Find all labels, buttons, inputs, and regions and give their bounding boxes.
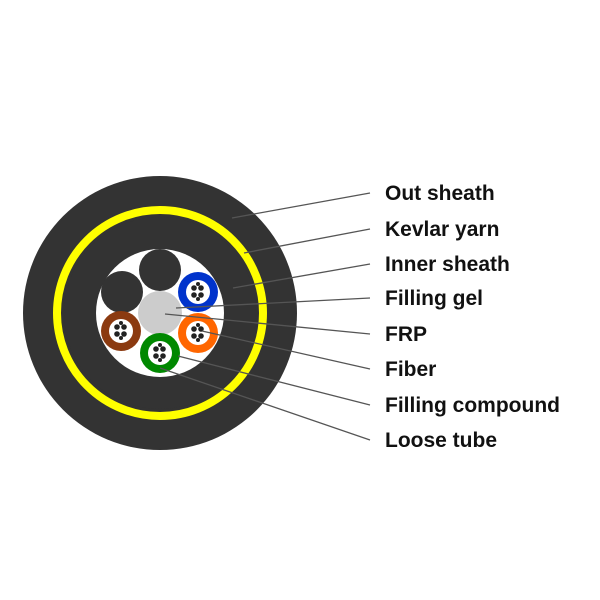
- kevlar-yarn-ring: [53, 206, 267, 420]
- fiber-bundle: [191, 323, 204, 342]
- label-inner-sheath: Inner sheath: [385, 253, 510, 276]
- filler-rod: [101, 271, 143, 313]
- loose-tube-brown: [101, 311, 141, 351]
- leader-lines: [159, 192, 371, 441]
- leader-line-loose-tube: [159, 367, 371, 441]
- label-filling-gel: Filling gel: [385, 287, 483, 310]
- leader-line-filling-compound: [177, 355, 371, 406]
- label-fiber: Fiber: [385, 358, 436, 381]
- label-out-sheath: Out sheath: [385, 182, 495, 205]
- cable-cross-section: [23, 176, 297, 450]
- leader-line-frp: [164, 313, 371, 335]
- label-filling-compound: Filling compound: [385, 394, 560, 417]
- label-loose-tube: Loose tube: [385, 429, 497, 452]
- leader-line-inner-sheath: [232, 263, 371, 289]
- fiber-bundle: [114, 321, 127, 340]
- leader-line-kevlar-yarn: [243, 228, 371, 254]
- loose-tube-green: [140, 333, 180, 373]
- label-frp: FRP: [385, 323, 427, 346]
- loose-tube-orange: [178, 313, 218, 353]
- fiber-bundle: [153, 343, 166, 362]
- filler-rod: [139, 249, 181, 291]
- label-kevlar-yarn: Kevlar yarn: [385, 218, 499, 241]
- leader-line-fiber: [201, 330, 371, 370]
- fiber-bundle: [191, 282, 204, 301]
- leader-line-out-sheath: [231, 192, 371, 219]
- leader-line-filling-gel: [175, 297, 371, 309]
- loose-tube-blue: [178, 272, 218, 312]
- frp-center: [138, 291, 182, 335]
- labels: Out sheath Kevlar yarn Inner sheath Fill…: [385, 182, 560, 452]
